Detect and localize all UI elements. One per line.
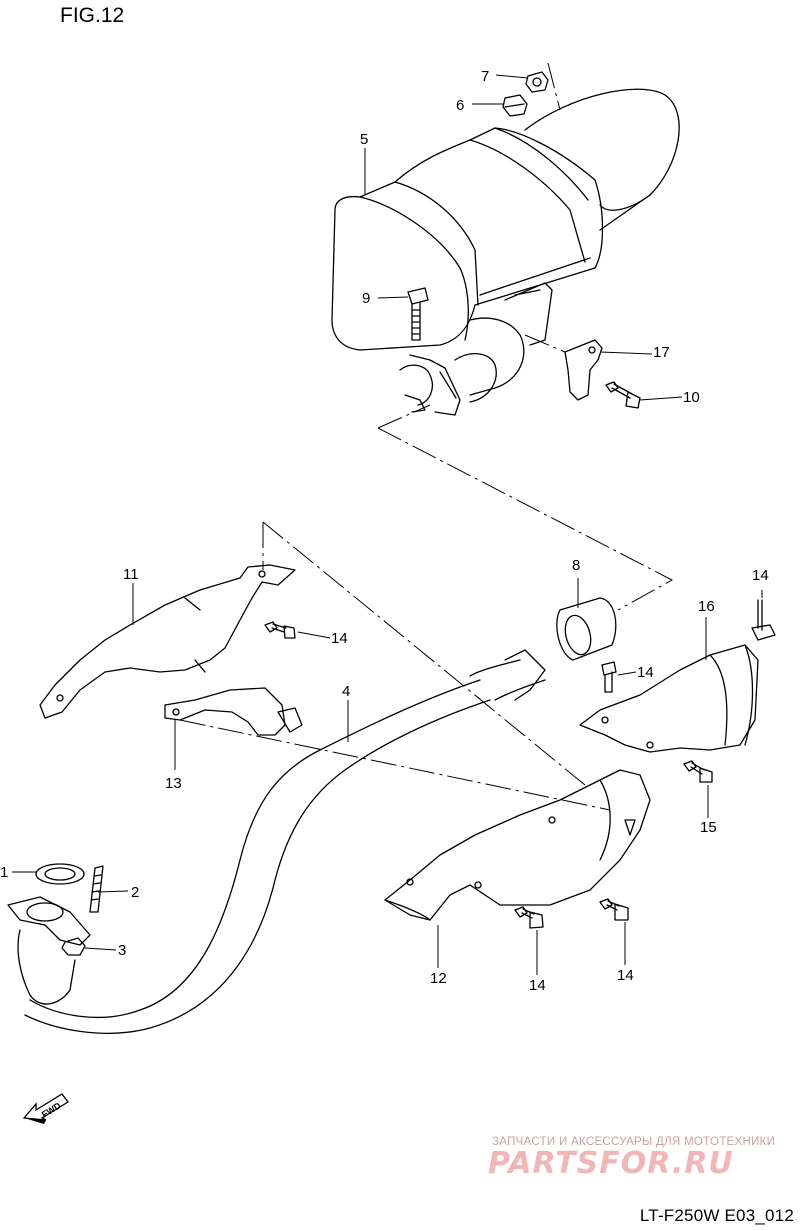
callout-14-lower-b: 14 [617,967,634,984]
bolt-14-mid [601,661,617,693]
bolt-14-upper-left [264,621,296,639]
callout-6: 6 [456,97,464,114]
exhaust-pipe-part [7,649,546,1034]
callout-labels: 7 6 5 9 17 10 11 8 14 16 14 14 4 13 15 1… [0,68,769,994]
muffler-part [331,88,680,416]
callout-5: 5 [360,131,368,148]
callout-9: 9 [362,290,370,307]
callout-14-lower-a: 14 [529,977,546,994]
callout-14-upper-left: 14 [331,630,348,647]
nut-3-part [61,937,86,956]
heat-shield-12-part [384,769,651,921]
bracket-17-part [564,339,603,401]
nut-7-part [525,71,549,93]
bolt-14-upper-right [751,599,776,641]
forward-arrow-icon: FWD [22,1093,69,1124]
callout-4: 4 [342,683,350,700]
callout-14-upper-right: 14 [752,567,769,584]
watermark-logo: PARTSFOR.RU [488,1146,734,1181]
callout-12: 12 [430,970,447,987]
heat-shield-16-part [579,644,759,753]
bracket-13-part [164,687,303,736]
watermark-tagline: ЗАПЧАСТИ И АКСЕССУАРЫ ДЛЯ МОТОТЕХНИКИ [492,1136,776,1148]
bolt-9-part [407,287,429,341]
joint-8-part [556,597,617,661]
bolt-15-part [683,760,713,783]
stud-2-part [89,865,104,913]
figure-label: FIG.12 [60,4,125,27]
bolt-14-lower-a [514,906,544,929]
bolt-14-lower-b [599,898,629,921]
callout-13: 13 [165,775,182,792]
callout-10: 10 [683,389,700,406]
gasket-1-part [35,863,85,885]
callout-17: 17 [653,344,670,361]
leader-lines [12,74,763,975]
callout-7: 7 [481,68,489,85]
callout-15: 15 [700,819,717,836]
callout-8: 8 [572,557,580,574]
nut-6-part [502,94,528,117]
callout-11: 11 [123,566,139,583]
callout-1: 1 [0,864,8,881]
callout-14-mid: 14 [637,664,654,681]
callout-16: 16 [698,598,715,615]
callout-3: 3 [118,942,126,959]
bolt-10-part [605,381,641,409]
assembly-guide-lines [179,62,674,811]
callout-2: 2 [131,884,139,901]
drawing-code: LT-F250W E03_012 [639,1206,794,1225]
bracket-11-part [39,564,296,719]
